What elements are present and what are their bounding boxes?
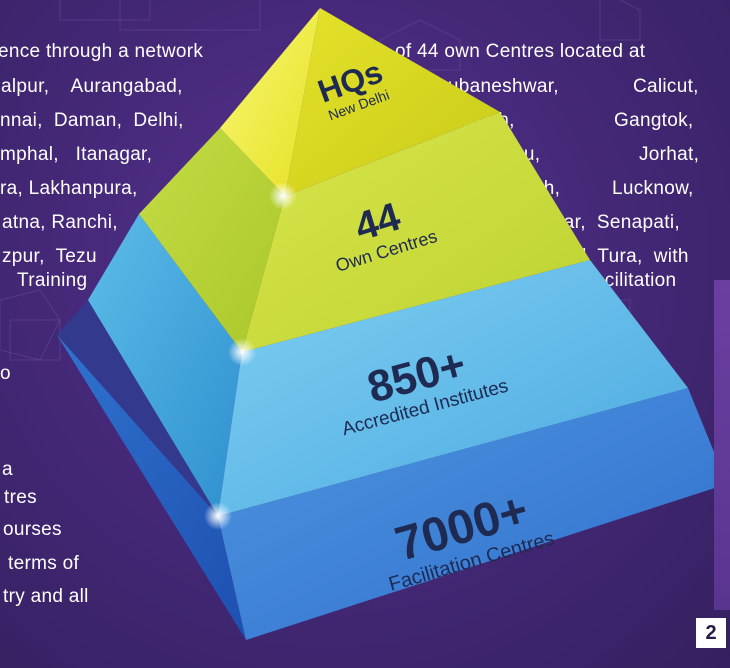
pyramid-tier-hq bbox=[220, 8, 500, 196]
pyramid-tier-facilitation bbox=[57, 300, 727, 640]
glow-highlight bbox=[228, 338, 256, 366]
right-text-line-5b: Lucknow, bbox=[612, 178, 694, 199]
right-text-line-1: of 44 own Centres located at bbox=[395, 41, 646, 62]
page-number: 2 bbox=[696, 618, 726, 648]
right-text-line-4b: Jorhat, bbox=[639, 144, 700, 165]
left-text-line-3: nnai, Daman, Delhi, bbox=[0, 110, 184, 131]
right-text-line-2b: Calicut, bbox=[633, 76, 699, 97]
side-decor-bar bbox=[714, 280, 730, 610]
left-text-line-1: ence through a network bbox=[0, 41, 204, 62]
left-text-line-2: alpur, Aurangabad, bbox=[1, 76, 183, 97]
right-text-line-3b: Gangtok, bbox=[614, 110, 694, 131]
left-text-line-4: mphal, Itanagar, bbox=[0, 144, 153, 165]
left-text-line-10: a bbox=[2, 459, 13, 480]
pyramid-tier-own bbox=[139, 112, 590, 352]
left-text-line-13: terms of bbox=[8, 553, 80, 574]
left-text-line-12: ourses bbox=[3, 519, 62, 540]
left-text-line-14: try and all bbox=[3, 586, 89, 607]
glow-highlight bbox=[204, 502, 232, 530]
pyramid-tier-accredited bbox=[88, 214, 688, 516]
left-text-line-11: tres bbox=[4, 487, 37, 508]
left-text-line-8: Training bbox=[17, 270, 88, 291]
left-text-line-9: o bbox=[0, 363, 11, 384]
glow-highlight bbox=[269, 182, 297, 210]
left-text-line-6: atna, Ranchi, bbox=[2, 212, 118, 233]
left-text-line-7: zpur, Tezu bbox=[2, 246, 97, 267]
left-text-line-5: ra, Lakhanpura, bbox=[0, 178, 138, 199]
